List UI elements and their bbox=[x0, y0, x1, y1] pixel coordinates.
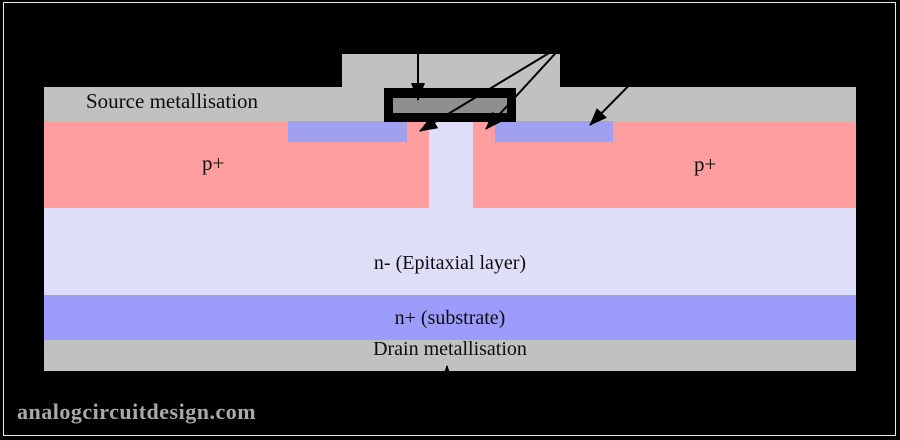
p-plus-label-left: p+ bbox=[202, 151, 225, 175]
gate-polysilicon-electrode bbox=[393, 98, 507, 113]
n-plus-substrate-layer bbox=[44, 295, 856, 340]
n-plus-source-region-left bbox=[288, 121, 407, 142]
n-epitaxial-label: n- (Epitaxial layer) bbox=[373, 252, 527, 274]
n-substrate-label: n+ (substrate) bbox=[394, 307, 506, 329]
p-plus-label-right: p+ bbox=[694, 152, 717, 176]
watermark-text: analogcircuitdesign.com bbox=[17, 399, 257, 424]
jfet-channel-gap-region bbox=[429, 121, 473, 208]
n-minus-epitaxial-layer bbox=[44, 208, 856, 295]
drain-metallisation-label: Drain metallisation bbox=[373, 338, 527, 360]
source-metallisation-raised-block bbox=[342, 54, 560, 88]
source-metallisation-label: Source metallisation bbox=[86, 89, 259, 113]
n-plus-source-region-right bbox=[495, 121, 613, 142]
